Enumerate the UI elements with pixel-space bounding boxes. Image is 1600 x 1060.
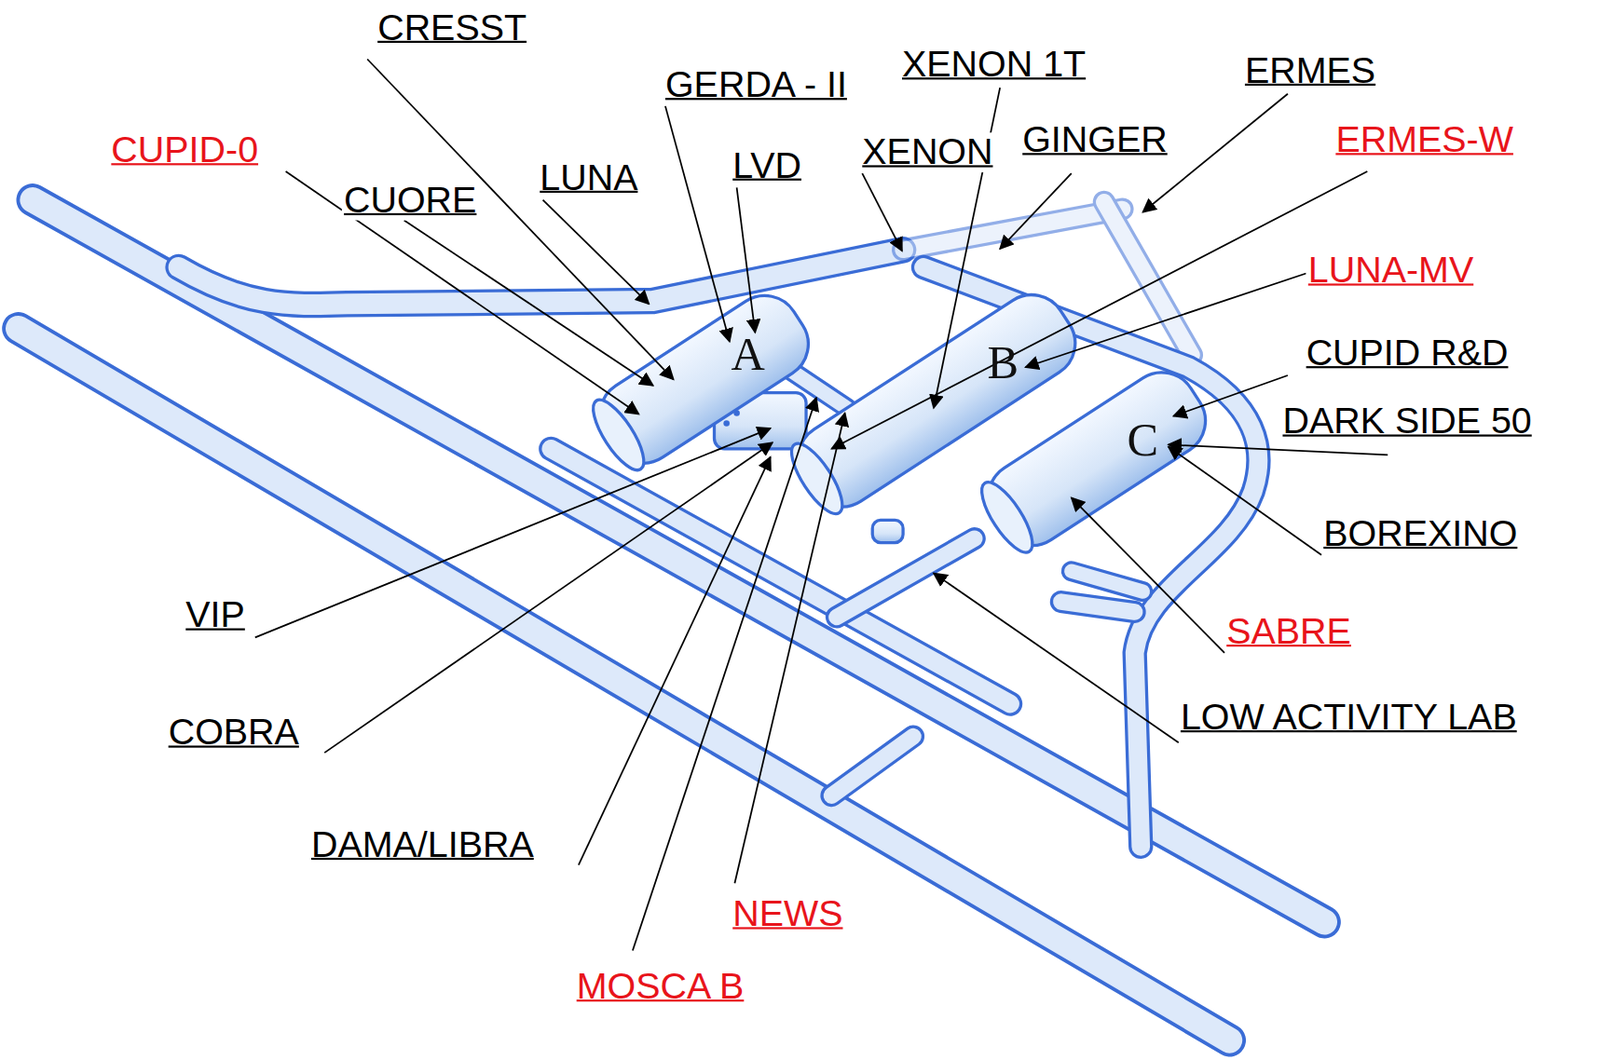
- hall-node: B: [983, 337, 1023, 389]
- experiment-label: CUPID-0: [109, 130, 260, 171]
- experiment-label: CUORE: [341, 180, 479, 221]
- hall-letter: B: [987, 340, 1020, 387]
- experiment-label: MOSCA B: [574, 967, 746, 1008]
- hall-letter: C: [1127, 417, 1160, 465]
- experiment-label: LOW ACTIVITY LAB: [1178, 697, 1519, 739]
- hall-a-shape: [583, 282, 822, 479]
- experiment-label: DARK SIDE 50: [1280, 401, 1534, 442]
- hall-c-shape: [971, 359, 1219, 562]
- experiment-label: ERMES-W: [1333, 120, 1516, 161]
- leader-lines: [255, 59, 1388, 952]
- tunnels: [18, 200, 1326, 1041]
- experiment-label: CUPID R&D: [1303, 333, 1510, 374]
- experiment-label: GINGER: [1020, 120, 1170, 161]
- hall-node: C: [1122, 415, 1163, 467]
- experiment-label: BOREXINO: [1321, 514, 1519, 555]
- experiment-label: LUNA: [537, 158, 641, 199]
- experiment-label: CRESST: [375, 8, 529, 49]
- hall-letter: A: [730, 331, 765, 379]
- experiment-label: SABRE: [1224, 612, 1354, 653]
- experiment-label: DAMA/LIBRA: [309, 825, 536, 866]
- experiment-label: LUNA-MV: [1306, 250, 1477, 291]
- experiment-label: NEWS: [730, 894, 846, 935]
- hall-node: A: [726, 329, 769, 382]
- experiment-label: XENON 1T: [900, 44, 1089, 85]
- experiment-label: LVD: [730, 146, 804, 187]
- experiment-label: XENON: [860, 132, 996, 173]
- experiment-label: GERDA - II: [663, 65, 849, 106]
- experiment-label: ERMES: [1243, 51, 1379, 92]
- experiment-label: COBRA: [165, 712, 301, 753]
- experiment-label: VIP: [183, 595, 247, 636]
